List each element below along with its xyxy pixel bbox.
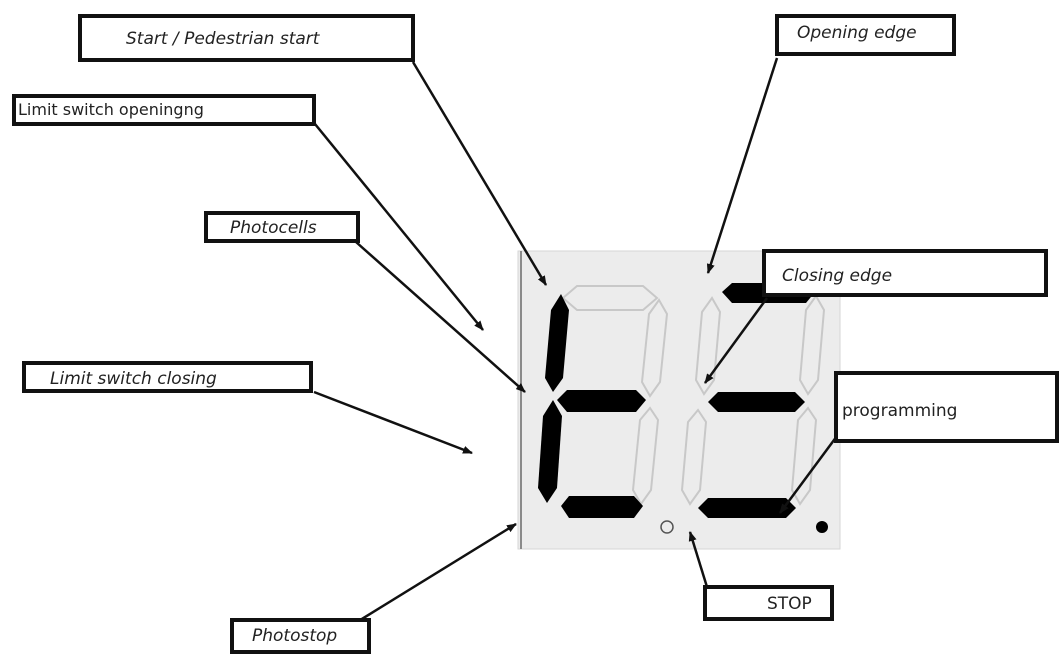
arrow-closing-edge	[703, 297, 769, 384]
label-closing-edge: Closing edge	[762, 249, 1048, 297]
label-start-pedestrian: Start / Pedestrian start	[78, 14, 415, 62]
label-limit-switch-opening: Limit switch openingng	[12, 94, 316, 126]
label-opening-edge: Opening edge	[775, 14, 956, 56]
arrow-photostop	[356, 522, 517, 624]
label-photocells-text: Photocells	[230, 218, 317, 238]
segment-left-f	[545, 294, 569, 392]
segment-right-f	[694, 296, 722, 396]
label-closing-edge-text: Closing edge	[782, 266, 893, 286]
arrow-limit-switch-opening	[314, 123, 484, 331]
dot-right-on	[816, 521, 828, 533]
label-photocells: Photocells	[204, 211, 360, 243]
label-photostop: Photostop	[230, 618, 371, 654]
segment-left-e	[538, 400, 562, 503]
segment-left-b	[640, 298, 669, 398]
arrow-stop	[688, 531, 709, 588]
digit-left	[538, 285, 669, 518]
segment-right-g	[708, 392, 805, 412]
arrow-photocells	[355, 241, 526, 393]
segment-right-b	[798, 294, 826, 396]
label-stop-text: STOP	[767, 594, 812, 614]
segment-right-d	[698, 498, 796, 518]
arrow-limit-switch-closing	[313, 390, 473, 455]
arrow-programming	[778, 435, 839, 514]
label-limit-switch-opening-text: Limit switch openingng	[18, 100, 204, 119]
label-stop: STOP	[703, 585, 834, 621]
dot-left-off	[660, 520, 674, 534]
arrow-opening-edge	[706, 57, 779, 274]
label-programming-text: programming	[842, 401, 958, 421]
label-limit-switch-closing: Limit switch closing	[22, 361, 313, 393]
label-programming: programming	[834, 371, 1059, 443]
segment-right-e	[680, 408, 708, 506]
segment-right-c	[790, 406, 818, 506]
label-start-pedestrian-text: Start / Pedestrian start	[126, 29, 320, 49]
segment-left-g	[557, 390, 646, 412]
arrow-start-pedestrian	[411, 61, 548, 286]
digit-right	[680, 283, 826, 518]
label-photostop-text: Photostop	[252, 626, 338, 646]
label-opening-edge-text: Opening edge	[797, 23, 917, 43]
label-limit-switch-closing-text: Limit switch closing	[50, 369, 217, 389]
segment-left-d	[561, 496, 643, 518]
